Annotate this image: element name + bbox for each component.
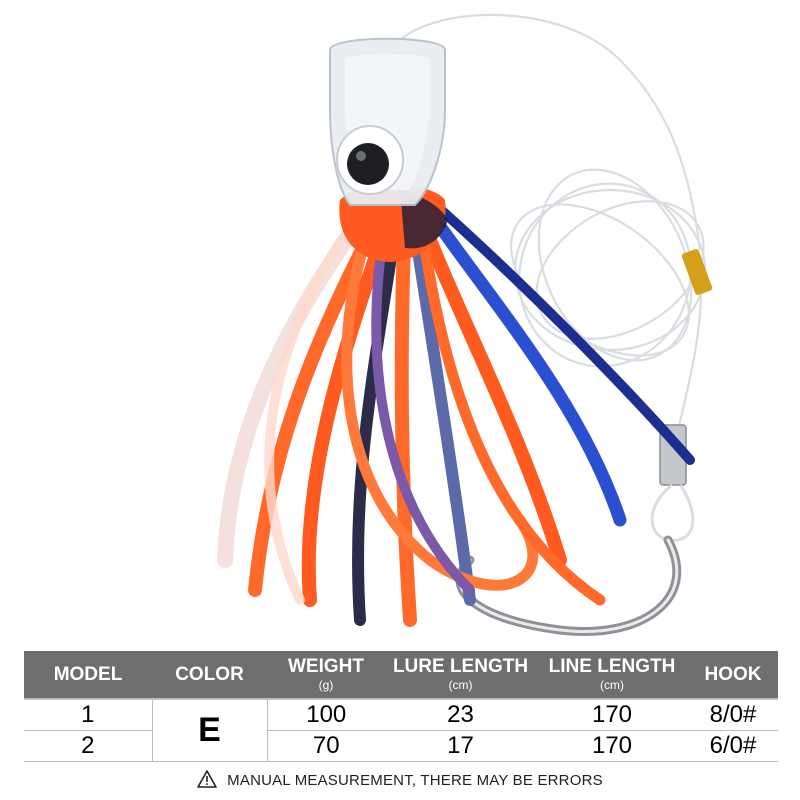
- header-line-length: LINE LENGTH(cm): [536, 651, 688, 699]
- cell-lure-length: 23: [385, 698, 536, 731]
- header-line-length-unit: (cm): [600, 678, 624, 693]
- measurement-note-text: MANUAL MEASUREMENT, THERE MAY BE ERRORS: [227, 772, 603, 789]
- table-row: 2 70 17 170 6/0#: [24, 730, 778, 762]
- header-model: MODEL: [24, 651, 152, 699]
- header-lure-length: LURE LENGTH(cm): [385, 651, 536, 699]
- lure-eye: [336, 125, 404, 195]
- cell-model: 1: [24, 698, 152, 731]
- cell-model: 2: [24, 730, 152, 762]
- table-row: 1 E 100 23 170 8/0#: [24, 698, 778, 762]
- cell-color: E: [151, 698, 268, 762]
- table-header-row: MODEL COLOR WEIGHT(g) LURE LENGTH(cm) LI…: [24, 651, 778, 699]
- cell-hook: 6/0#: [688, 730, 778, 762]
- header-color: COLOR: [152, 651, 267, 699]
- cell-weight: 70: [267, 730, 385, 762]
- measurement-note: MANUAL MEASUREMENT, THERE MAY BE ERRORS: [0, 770, 800, 792]
- cell-line-length: 170: [536, 698, 688, 731]
- header-weight-unit: (g): [318, 678, 334, 693]
- header-lure-length-unit: (cm): [448, 678, 473, 693]
- warning-triangle-icon: [197, 770, 217, 792]
- cell-line-length: 170: [536, 730, 688, 762]
- spec-table: MODEL COLOR WEIGHT(g) LURE LENGTH(cm) LI…: [24, 651, 778, 762]
- gold-crimp: [681, 249, 713, 295]
- product-photo: [217, 13, 713, 636]
- cell-weight: 100: [267, 698, 385, 731]
- header-hook: HOOK: [688, 651, 778, 699]
- cell-hook: 8/0#: [688, 698, 778, 731]
- cell-lure-length: 17: [385, 730, 536, 762]
- header-weight: WEIGHT(g): [267, 651, 385, 699]
- lure-skirt: [217, 192, 695, 627]
